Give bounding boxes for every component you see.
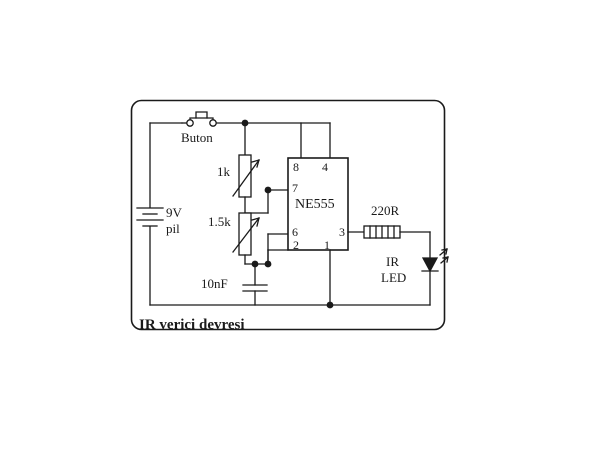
ic-pin-1: 1 [324,238,330,252]
ic-pin-4: 4 [322,160,328,174]
ic-pin-7: 7 [292,181,298,195]
button-contact-right [209,119,217,127]
junction-pin1-gnd [326,301,334,309]
label-ir-led-line2: LED [381,270,407,285]
label-resistor-1k: 1k [217,164,230,179]
led-triangle [421,257,439,273]
label-buton: Buton [181,130,213,145]
resistor-1k5-wiper-arrowhead [251,217,260,227]
ic-pin-3: 3 [339,225,345,239]
label-battery-name: pil [166,221,180,236]
label-battery-voltage: 9V [166,205,182,220]
figure-caption: IR verici devresi [139,317,245,333]
ic-pin-2: 2 [293,238,299,252]
button-plunger [195,111,208,119]
resistor-1k5-body [238,212,252,256]
led-emission-arrowhead-2 [442,256,449,263]
button-contact-left [186,119,194,127]
led-emission-arrow-1 [439,248,448,256]
resistor-1k-wiper-arrowhead [251,159,260,168]
ic-pin-8: 8 [293,160,299,174]
label-ic-name: NE555 [295,197,335,212]
label-ir-led-line1: IR [386,254,399,269]
diagram-frame [130,99,446,331]
label-resistor-1k5: 1.5k [208,214,231,229]
ic-body [287,157,349,251]
resistor-1k-wiper-arrow [232,159,260,197]
led-emission-arrowhead-1 [441,248,448,255]
ic-pin-6: 6 [292,225,298,239]
resistor-1k5-wiper-arrow [232,217,260,253]
label-capacitor-10nf: 10nF [201,276,228,291]
junction-cap-node [251,260,259,268]
label-resistor-220r: 220R [371,203,400,218]
led-emission-arrow-2 [440,256,449,264]
resistor-1k-body [238,154,252,198]
